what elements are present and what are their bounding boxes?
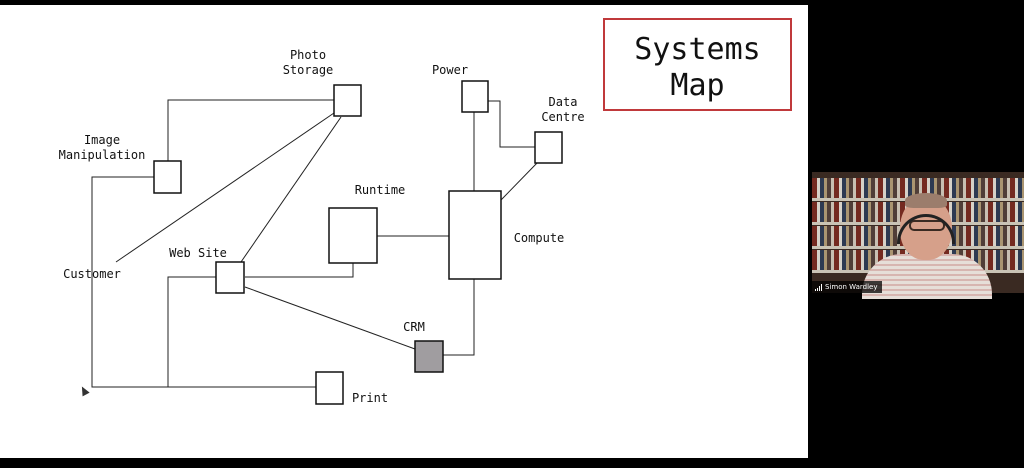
systems-map-diagram [91, 80, 563, 405]
node-box-runtime [328, 207, 378, 264]
edge-datacentre-compute [500, 161, 539, 201]
participant-name: Simon Wardley [825, 283, 878, 291]
edge-website-print [167, 276, 216, 387]
label-print: Print [351, 391, 389, 405]
label-crm: CRM [403, 320, 425, 334]
edge-customer-photo-storage [115, 112, 335, 263]
node-box-crm [414, 340, 444, 373]
node-box-power [461, 80, 489, 113]
label-runtime: Runtime [354, 183, 406, 197]
slide-title: Systems Map [605, 32, 790, 104]
shared-slide: Photo Storage Power Data Centre Image Ma… [0, 5, 808, 458]
edge-website-photo-storage [240, 116, 342, 263]
slide-title-box: Systems Map [603, 18, 792, 111]
label-web-site: Web Site [169, 246, 227, 260]
edge-compute-crm [443, 279, 475, 356]
participant-hair [905, 193, 947, 208]
label-image-manipulation: Image Manipulation [58, 133, 146, 162]
label-compute: Compute [513, 231, 565, 245]
node-box-photo-storage [333, 84, 362, 117]
bookshelf-row [812, 178, 1024, 198]
slide-title-line1: Systems [634, 32, 761, 67]
node-box-print [315, 371, 344, 405]
participant-name-tag: Simon Wardley [812, 281, 882, 293]
slide-title-line2: Map [670, 68, 725, 103]
participant-shirt [862, 254, 992, 299]
edge-website-crm [244, 286, 416, 350]
label-customer: Customer [63, 267, 121, 281]
label-power: Power [431, 63, 469, 77]
node-box-web-site [215, 261, 245, 294]
edge-image-manipulation-customer [91, 176, 316, 388]
signal-bars-icon [815, 283, 822, 291]
edge-photo-storage-image-manipulation [167, 99, 334, 161]
label-photo-storage: Photo Storage [282, 48, 334, 77]
node-box-compute [448, 190, 502, 280]
node-box-image-manipulation [153, 160, 182, 194]
label-data-centre: Data Centre [541, 95, 585, 124]
edge-website-runtime [245, 263, 354, 278]
node-box-data-centre [534, 131, 563, 164]
edge-power-datacentre [488, 100, 535, 148]
